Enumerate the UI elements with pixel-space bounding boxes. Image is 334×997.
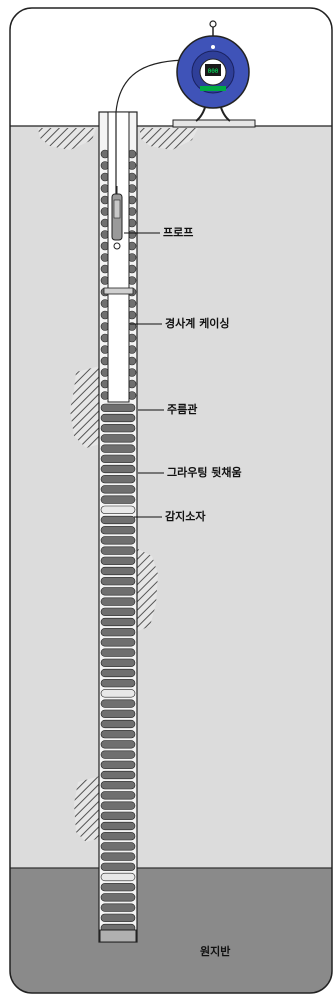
bellows-segment [100, 577, 136, 586]
bellows-segment [100, 444, 136, 453]
bellows-segment [100, 495, 136, 504]
bellows-segment [100, 597, 136, 606]
bellows-segment [100, 587, 136, 596]
label-casing: 경사계 케이싱 [165, 317, 230, 330]
bellows-segment [100, 811, 136, 820]
bellows-segment [100, 668, 136, 678]
label-probe: 프로프 [163, 226, 194, 239]
bellows-segment [100, 454, 136, 463]
inclinometer-probe [111, 186, 123, 250]
probe-cable [115, 59, 191, 194]
bellows-segment [100, 648, 136, 657]
label-sensor: 감지소자 [165, 510, 206, 523]
bellows-segment [100, 434, 136, 443]
bellows-segment [100, 658, 136, 667]
bellows-segment [100, 781, 136, 790]
label-bedrock: 원지반 [200, 945, 231, 958]
hatch-patch-mid-right [136, 548, 158, 632]
bellows-segment [100, 475, 136, 484]
bellows-segment [100, 515, 136, 525]
bellows-segment [100, 862, 136, 871]
bellows-segment [100, 526, 136, 535]
bellows-segment [100, 413, 136, 423]
bellows-segment [100, 403, 136, 412]
inclinometer-casing [107, 111, 130, 403]
bellows-segment [100, 842, 136, 851]
bellows-segment [100, 883, 136, 892]
bellows-segment [100, 617, 136, 627]
sky-area [10, 8, 332, 126]
bellows-segment [100, 730, 136, 739]
bedrock-layer [10, 868, 332, 993]
bellows-segment [100, 750, 136, 759]
readout-device: 000 [172, 20, 256, 128]
bellows-segment [100, 485, 136, 494]
bellows-segment [100, 607, 136, 616]
bellows-segment [100, 546, 136, 555]
sensor-ring [100, 689, 136, 698]
bellows-segment [100, 699, 136, 708]
readout-screen-text: 000 [208, 68, 219, 75]
bellows-segment [100, 913, 136, 922]
bellows-segment [100, 893, 136, 902]
bellows-segment [100, 791, 136, 800]
bellows-segment [100, 556, 136, 565]
sensor-ring [100, 505, 136, 514]
hatch-patch-top [38, 128, 96, 150]
bellows-segment [100, 424, 136, 433]
diagram-border [9, 7, 333, 994]
soil-layer [10, 126, 332, 868]
bellows-segment [100, 628, 136, 637]
bellows-segment [100, 740, 136, 749]
bellows-segment [100, 719, 136, 729]
bellows-segment [100, 638, 136, 647]
bellows-segment [100, 821, 136, 831]
bellows-segment [100, 903, 136, 912]
bellows-segment [100, 801, 136, 810]
bellows-segment [100, 679, 136, 688]
casing-joint [103, 287, 134, 295]
label-bellows: 주름관 [167, 403, 198, 416]
bellows-segment [100, 709, 136, 718]
hatch-patch-top-right [140, 128, 198, 150]
bellows-segment [100, 852, 136, 861]
bellows-segment [100, 770, 136, 780]
bellows-segment [100, 536, 136, 545]
sensor-ring [100, 872, 136, 882]
label-grout: 그라우팅 뒷채움 [167, 466, 242, 479]
grout-backfill [100, 149, 137, 933]
bellows-segment [100, 760, 136, 769]
hatch-patch-mid-left [70, 366, 100, 448]
casing-bottom-cap [99, 929, 137, 943]
bellows-segment [100, 464, 136, 474]
hatch-patch-low-left [74, 776, 100, 842]
bellows-segment [100, 566, 136, 576]
bellows-segment [100, 832, 136, 841]
